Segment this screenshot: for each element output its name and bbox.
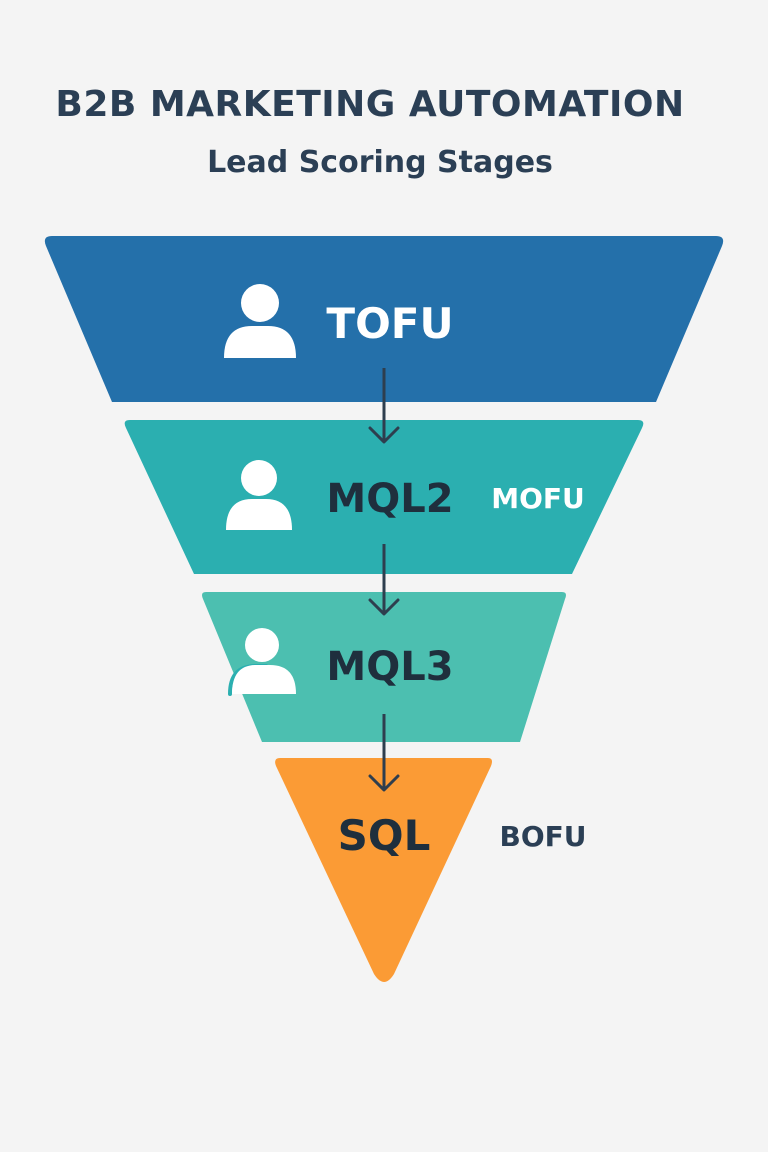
funnel-stage-tofu	[44, 236, 724, 402]
stage-label-mql3: MQL3	[326, 644, 453, 690]
funnel-stage-sql	[275, 758, 492, 982]
page-title: B2B MARKETING AUTOMATION	[55, 84, 685, 125]
side-label-mofu: MOFU	[491, 482, 585, 515]
side-label-bofu: BOFU	[499, 820, 586, 853]
arrow-tofu-to-mql2	[368, 368, 400, 444]
person-icon	[224, 284, 296, 358]
stage-label-sql: SQL	[338, 811, 431, 860]
stage-label-mql2: MQL2	[326, 476, 453, 522]
page-subtitle: Lead Scoring Stages	[207, 145, 553, 180]
funnel-stage-mql3	[202, 592, 566, 742]
funnel-stage-mql2	[124, 420, 644, 574]
stage-label-tofu: TOFU	[326, 299, 453, 348]
arrow-mql3-to-sql	[368, 714, 400, 792]
person-icon	[228, 628, 296, 696]
person-icon	[226, 460, 292, 530]
arrow-mql2-to-mql3	[368, 544, 400, 616]
